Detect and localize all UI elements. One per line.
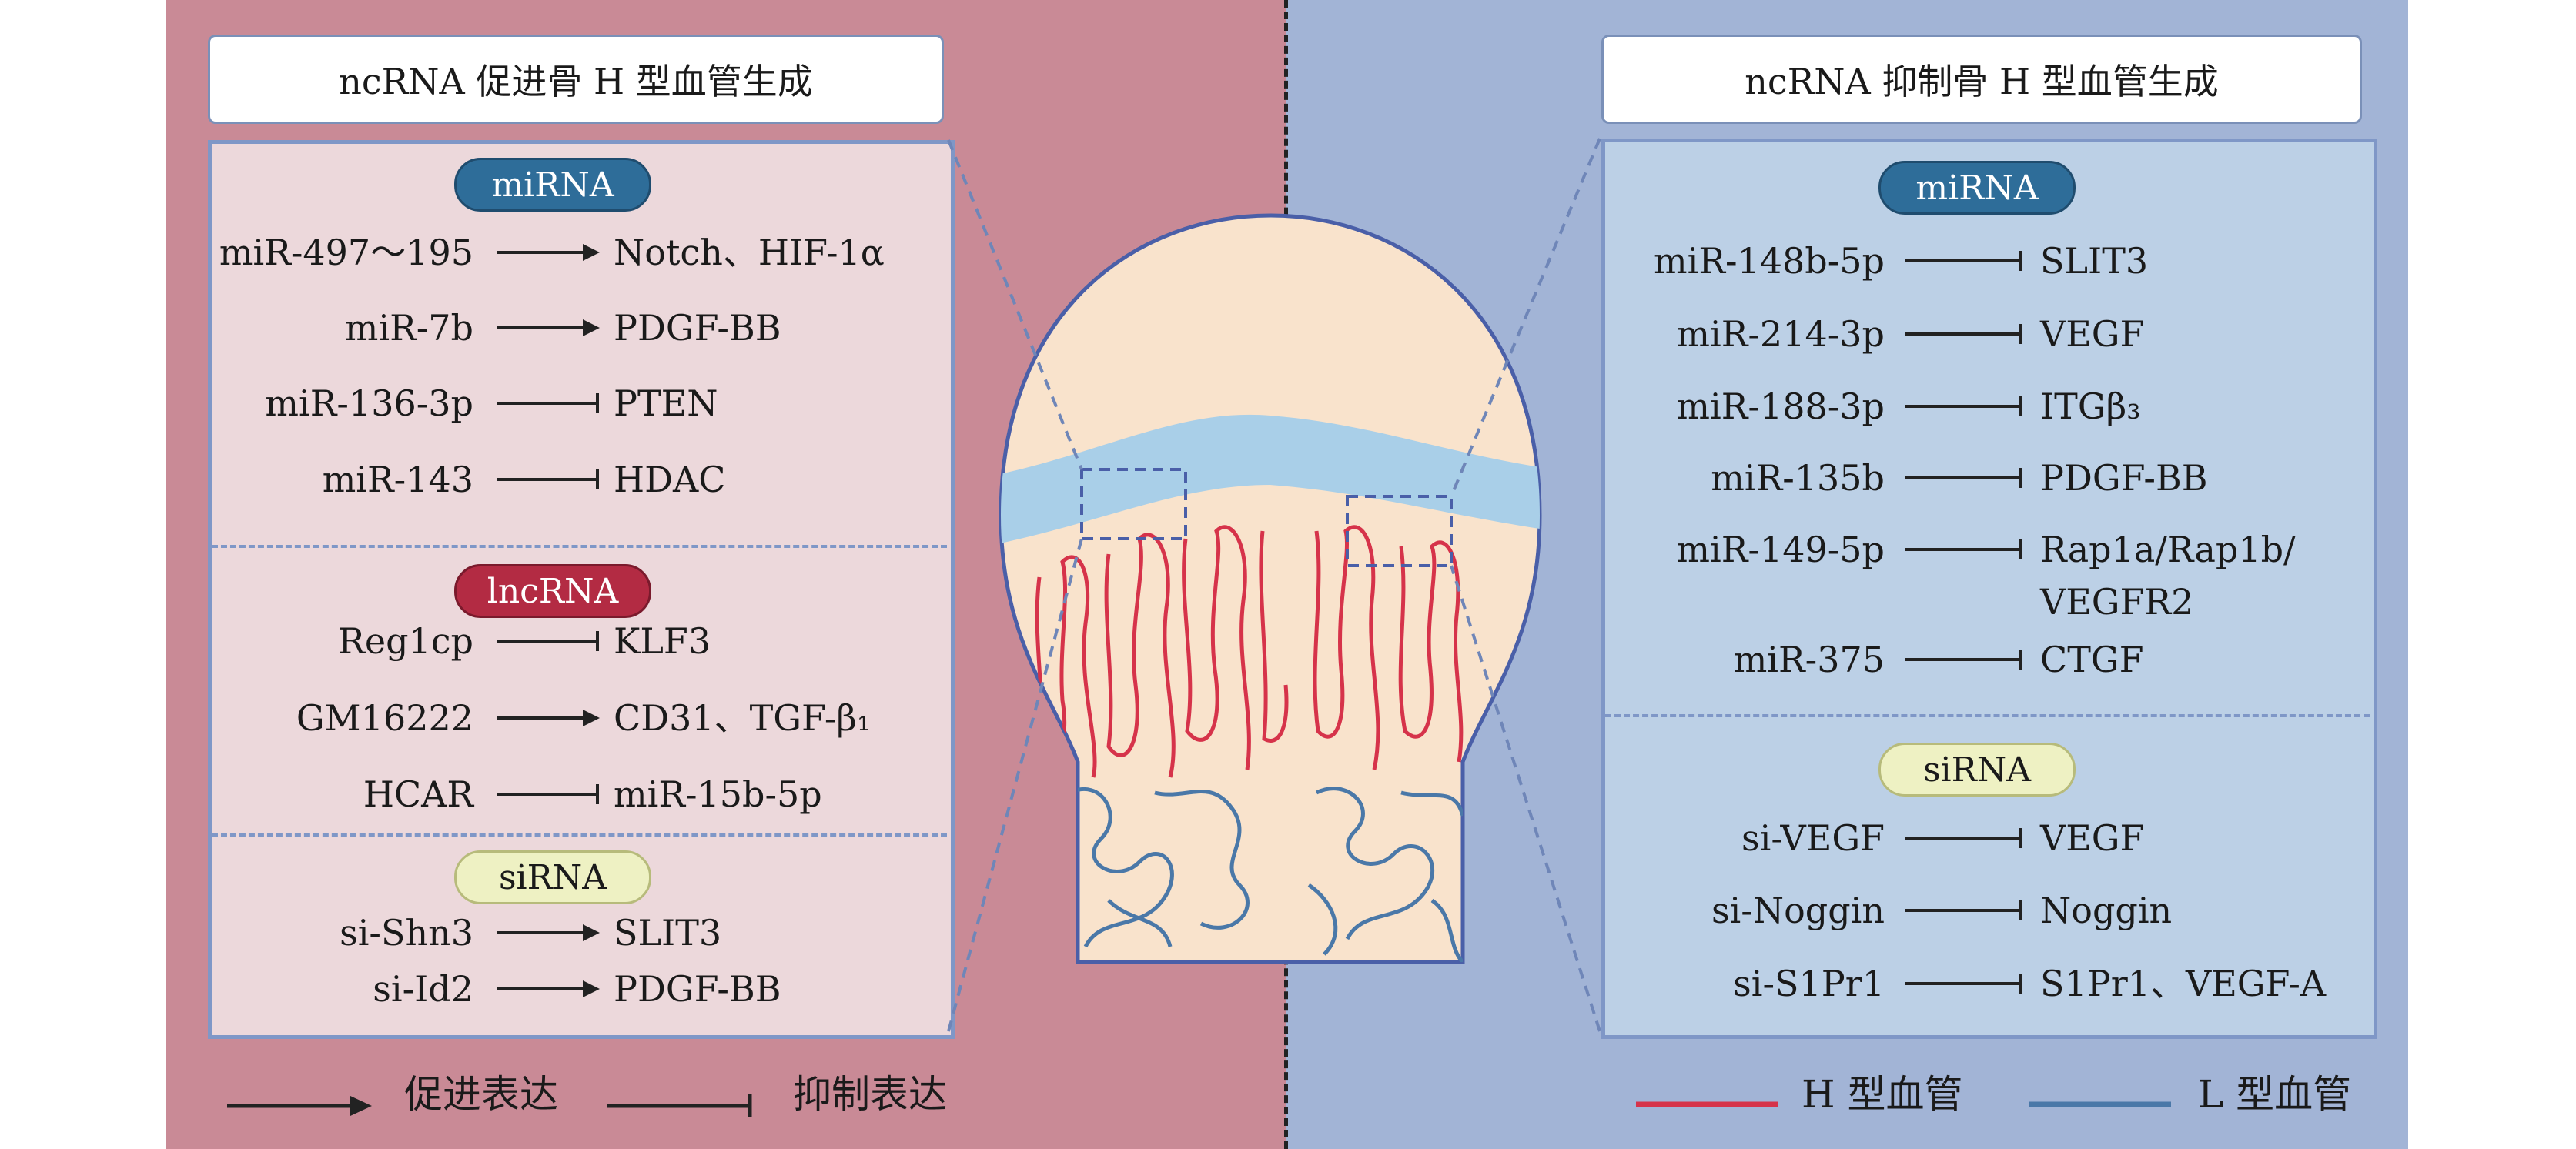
target-label: ITGβ₃ [2040,386,2141,427]
regulator-label: miR-7b [344,307,473,349]
regulator-label: Reg1cp [338,620,473,662]
growth-plate [1001,415,1540,546]
target-label: Rap1a/Rap1b/ [2040,529,2296,570]
zoom-region-left [1080,468,1187,540]
regulator-label: miR-149-5p [1676,529,1885,570]
regulator-label: miR-135b [1711,457,1885,499]
inhibit-arrow [1905,324,2022,344]
target-label: miR-15b-5p [614,773,822,815]
target-label: KLF3 [614,620,711,662]
bone-illustration [999,213,1542,964]
inhibit-box [1601,139,2377,1039]
section-separator [1605,714,2370,717]
promote-arrow [497,710,600,726]
target-label: PTEN [614,382,718,424]
regulator-label: miR-148b-5p [1653,240,1885,282]
legend-l-vessel-line [2029,1101,2171,1107]
target-label: VEGF [2040,817,2145,859]
promote-arrow [497,924,600,941]
right-title: ncRNA 抑制骨 H 型血管生成 [1601,35,2362,124]
regulator-label: HCAR [363,773,473,815]
regulator-label: si-Shn3 [340,912,473,954]
regulator-label: si-Noggin [1711,890,1885,931]
sirna-tag: siRNA [454,850,651,904]
target-label: CTGF [2040,639,2144,680]
inhibit-arrow [497,631,599,651]
target-label: Notch、HIF-1α [614,232,885,273]
target-label: SLIT3 [614,912,722,954]
regulator-label: si-VEGF [1741,817,1885,859]
regulator-label: GM16222 [296,697,473,739]
promote-arrow [497,244,600,261]
legend-h-vessel-label: H 型血管 [1802,1072,1963,1117]
regulator-label: si-Id2 [373,968,473,1010]
target-label: PDGF-BB [2040,457,2208,499]
left-title: ncRNA 促进骨 H 型血管生成 [208,35,944,124]
legend-promote-label: 促进表达 [404,1072,558,1117]
inhibit-arrow [1905,828,2022,848]
regulator-label: miR-188-3p [1676,386,1885,427]
promote-arrow [497,980,600,997]
legend-inhibit-label: 抑制表达 [793,1072,947,1117]
legend-promote-arrow [227,1096,372,1116]
inhibit-arrow [1905,396,2022,416]
inhibit-arrow [497,784,599,804]
l-type-vessels [1069,787,1465,962]
bone-outline [999,213,1542,964]
inhibit-arrow [497,393,599,413]
legend-h-vessel-line [1636,1101,1778,1107]
target-label: PDGF-BB [614,968,781,1010]
regulator-label: miR-375 [1733,639,1885,680]
inhibit-arrow [1905,974,2022,994]
target-label: PDGF-BB [614,307,781,349]
regulator-label: miR-143 [322,459,473,500]
legend-inhibit-arrow [607,1094,752,1117]
section-separator [212,545,947,548]
promote-arrow [497,319,600,336]
lncrna-tag: lncRNA [454,564,651,618]
target-label: HDAC [614,459,726,500]
inhibit-arrow [1905,251,2022,271]
inhibit-arrow [1905,900,2022,920]
target-label-continued: VEGFR2 [2040,581,2194,623]
section-separator [212,833,947,837]
target-label: VEGF [2040,313,2145,355]
inhibit-arrow [1905,468,2022,488]
sirna-tag: siRNA [1878,743,2076,797]
inhibit-arrow [1905,539,2022,559]
target-label: SLIT3 [2040,240,2149,282]
regulator-label: si-S1Pr1 [1733,963,1885,1004]
mirna-tag: miRNA [454,158,651,212]
inhibit-arrow [497,469,599,489]
target-label: CD31、TGF-β₁ [614,697,871,739]
inhibit-arrow [1905,650,2022,670]
target-label: S1Pr1、VEGF-A [2040,963,2327,1004]
regulator-label: miR-497～195 [219,232,473,273]
legend-l-vessel-label: L 型血管 [2198,1072,2352,1117]
regulator-label: miR-136-3p [265,382,473,424]
regulator-label: miR-214-3p [1676,313,1885,355]
target-label: Noggin [2040,890,2173,931]
mirna-tag: miRNA [1878,161,2076,215]
zoom-region-right [1346,495,1453,567]
